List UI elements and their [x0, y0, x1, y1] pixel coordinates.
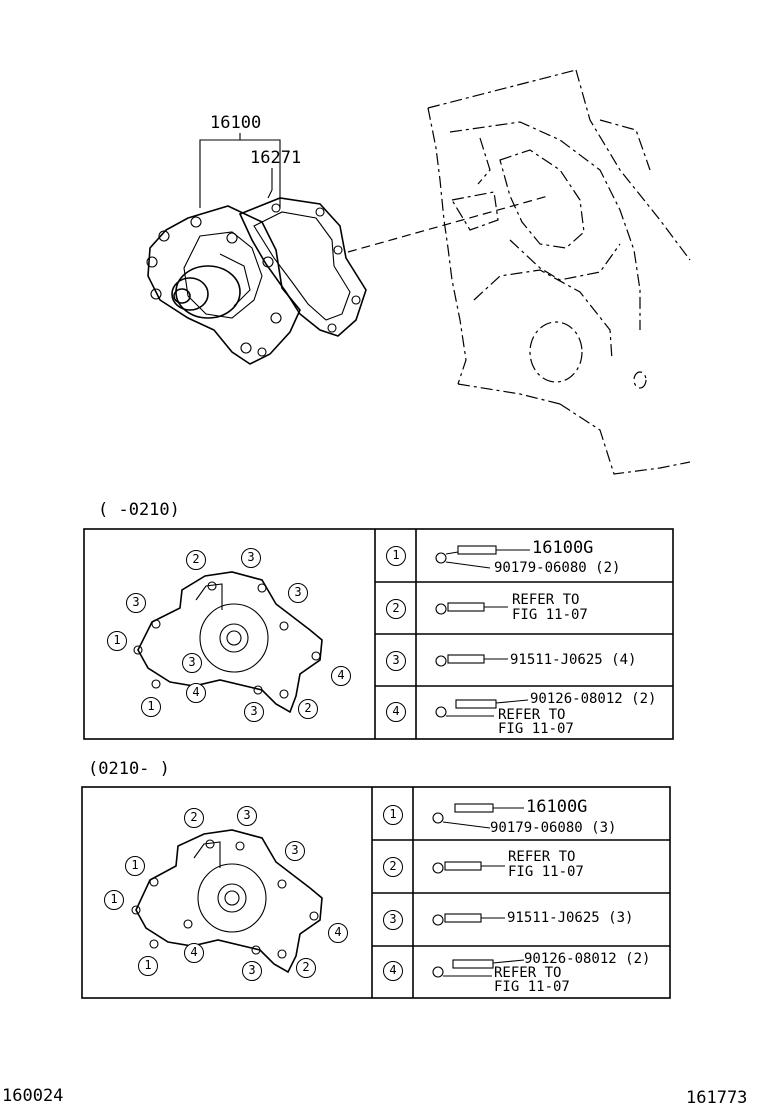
callout: 2	[186, 550, 206, 570]
part-number-pump: 16100	[210, 113, 262, 133]
callout: 1	[104, 890, 124, 910]
callout: 4	[328, 923, 348, 943]
part-number: 90179-06080 (3)	[490, 820, 617, 836]
row-number: 4	[386, 702, 406, 722]
callout: 3	[182, 653, 202, 673]
callout: 3	[285, 841, 305, 861]
reference-text: REFER TO	[498, 707, 566, 723]
engine-block-drawing	[427, 69, 691, 475]
callout: 2	[184, 808, 204, 828]
gasket-drawing	[238, 197, 367, 337]
reference-text: REFER TO	[508, 849, 576, 865]
callout: 3	[242, 961, 262, 981]
reference-text: FIG 11-07	[508, 864, 584, 880]
reference-text: FIG 11-07	[512, 607, 588, 623]
row-number: 4	[383, 961, 403, 981]
callout: 3	[288, 583, 308, 603]
row-number: 3	[386, 651, 406, 671]
footer-left-code: 160024	[2, 1086, 64, 1106]
callout: 4	[186, 683, 206, 703]
leader-lines	[199, 133, 281, 208]
reference-text: FIG 11-07	[498, 721, 574, 737]
reference-text: FIG 11-07	[494, 979, 570, 995]
row-number: 1	[386, 546, 406, 566]
part-number: 91511-J0625 (4)	[510, 652, 637, 668]
callout: 4	[184, 943, 204, 963]
row-number: 2	[386, 599, 406, 619]
part-number: 90179-06080 (2)	[494, 560, 621, 576]
water-pump-drawing	[146, 205, 301, 365]
part-number: 91511-J0625 (3)	[507, 910, 634, 926]
section1-bolts	[435, 545, 530, 718]
callout: 3	[237, 806, 257, 826]
callout: 1	[138, 956, 158, 976]
part-number: 16100G	[532, 538, 594, 558]
alignment-line	[347, 195, 549, 253]
section2-range: (0210- )	[88, 759, 170, 779]
part-number: 90126-08012 (2)	[530, 691, 657, 707]
row-number: 2	[383, 857, 403, 877]
part-number: 16100G	[526, 797, 588, 817]
row-number: 3	[383, 910, 403, 930]
reference-text: REFER TO	[512, 592, 580, 608]
callout: 1	[107, 631, 127, 651]
callout: 2	[298, 699, 318, 719]
callout: 2	[296, 958, 316, 978]
section1-range: ( -0210)	[98, 500, 180, 520]
callout: 3	[244, 702, 264, 722]
callout: 4	[331, 666, 351, 686]
section2-bolts	[432, 803, 525, 978]
callout: 1	[141, 697, 161, 717]
callout: 3	[126, 593, 146, 613]
section2-pump-outline	[131, 829, 323, 974]
part-number-gasket: 16271	[250, 148, 302, 168]
callout: 3	[241, 548, 261, 568]
section1-pump-outline	[133, 571, 323, 714]
reference-text: REFER TO	[494, 965, 562, 981]
row-number: 1	[383, 805, 403, 825]
footer-right-code: 161773	[686, 1088, 748, 1108]
callout: 1	[125, 856, 145, 876]
part-number: 90126-08012 (2)	[524, 951, 651, 967]
